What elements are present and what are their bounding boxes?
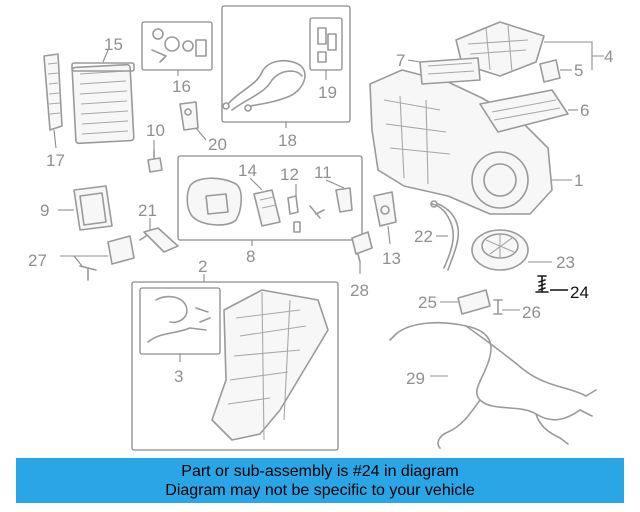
sensor-clip-part	[287, 195, 325, 233]
valve-part	[147, 149, 163, 173]
part-8-box	[177, 155, 363, 241]
callout-12: 12	[280, 165, 299, 184]
callout-20: 20	[208, 135, 227, 154]
callout-26: 26	[522, 303, 541, 322]
callout-29: 29	[406, 369, 425, 388]
blower-resistor-part	[457, 289, 491, 315]
actuator-motor-part	[186, 177, 243, 226]
callout-11: 11	[314, 163, 332, 182]
door-seal-part	[419, 57, 481, 85]
callout-16: 16	[172, 77, 191, 96]
callout-10: 10	[146, 121, 165, 140]
callout-15: 15	[104, 35, 123, 54]
callout-17: 17	[46, 151, 65, 170]
callout-19: 19	[318, 83, 337, 102]
sensor-probe-part	[139, 227, 179, 253]
harness-connector-part	[351, 231, 373, 263]
callout-4: 4	[604, 47, 613, 66]
linkage-part	[147, 295, 211, 343]
wiring-harness-part	[389, 321, 597, 449]
callout-27: 27	[28, 251, 47, 270]
screw-part-26	[493, 299, 503, 315]
callout-24: 24	[570, 283, 589, 302]
seal-strip-part	[43, 53, 63, 131]
servo-part	[539, 59, 561, 83]
drain-hose-part	[430, 200, 460, 271]
info-banner: Part or sub-assembly is #24 in diagram D…	[16, 458, 624, 503]
blower-motor-part	[471, 229, 529, 271]
callout-21: 21	[138, 201, 157, 220]
filter-element-part	[73, 185, 113, 231]
mounting-bracket-part	[179, 101, 199, 131]
housing-bracket-part	[373, 191, 397, 227]
callout-2: 2	[198, 257, 207, 276]
control-module-part	[253, 189, 281, 227]
part-16-box	[141, 21, 213, 71]
callout-18: 18	[278, 131, 297, 150]
hvac-housing-part	[369, 69, 553, 215]
evaporator-core-part	[71, 62, 135, 145]
heater-housing-part	[211, 289, 329, 441]
callout-8: 8	[246, 247, 255, 266]
callout-6: 6	[580, 101, 589, 120]
connector-screw-part	[79, 235, 135, 281]
banner-line-part-number: Part or sub-assembly is #24 in diagram	[181, 462, 459, 480]
callout-1: 1	[574, 171, 583, 190]
callout-23: 23	[556, 253, 575, 272]
parts-diagram: 15 17 16 20 10 19	[28, 5, 613, 451]
callout-13: 13	[382, 249, 401, 268]
callout-9: 9	[40, 201, 49, 220]
screw-part-24	[535, 275, 549, 293]
cabin-filter-part	[479, 89, 569, 133]
callout-22: 22	[414, 227, 433, 246]
callout-14: 14	[238, 161, 257, 180]
callout-5: 5	[574, 61, 583, 80]
refrigerant-line-part	[222, 59, 306, 112]
valve-fittings-part	[317, 27, 337, 63]
callout-7: 7	[396, 51, 405, 70]
banner-line-disclaimer: Diagram may not be specific to your vehi…	[165, 481, 475, 499]
temperature-sensor-part	[335, 187, 353, 213]
o-ring-fittings-part	[151, 28, 207, 63]
callout-25: 25	[418, 293, 437, 312]
callout-28: 28	[350, 281, 369, 300]
callout-3: 3	[174, 367, 183, 386]
part-2-box	[131, 281, 339, 451]
